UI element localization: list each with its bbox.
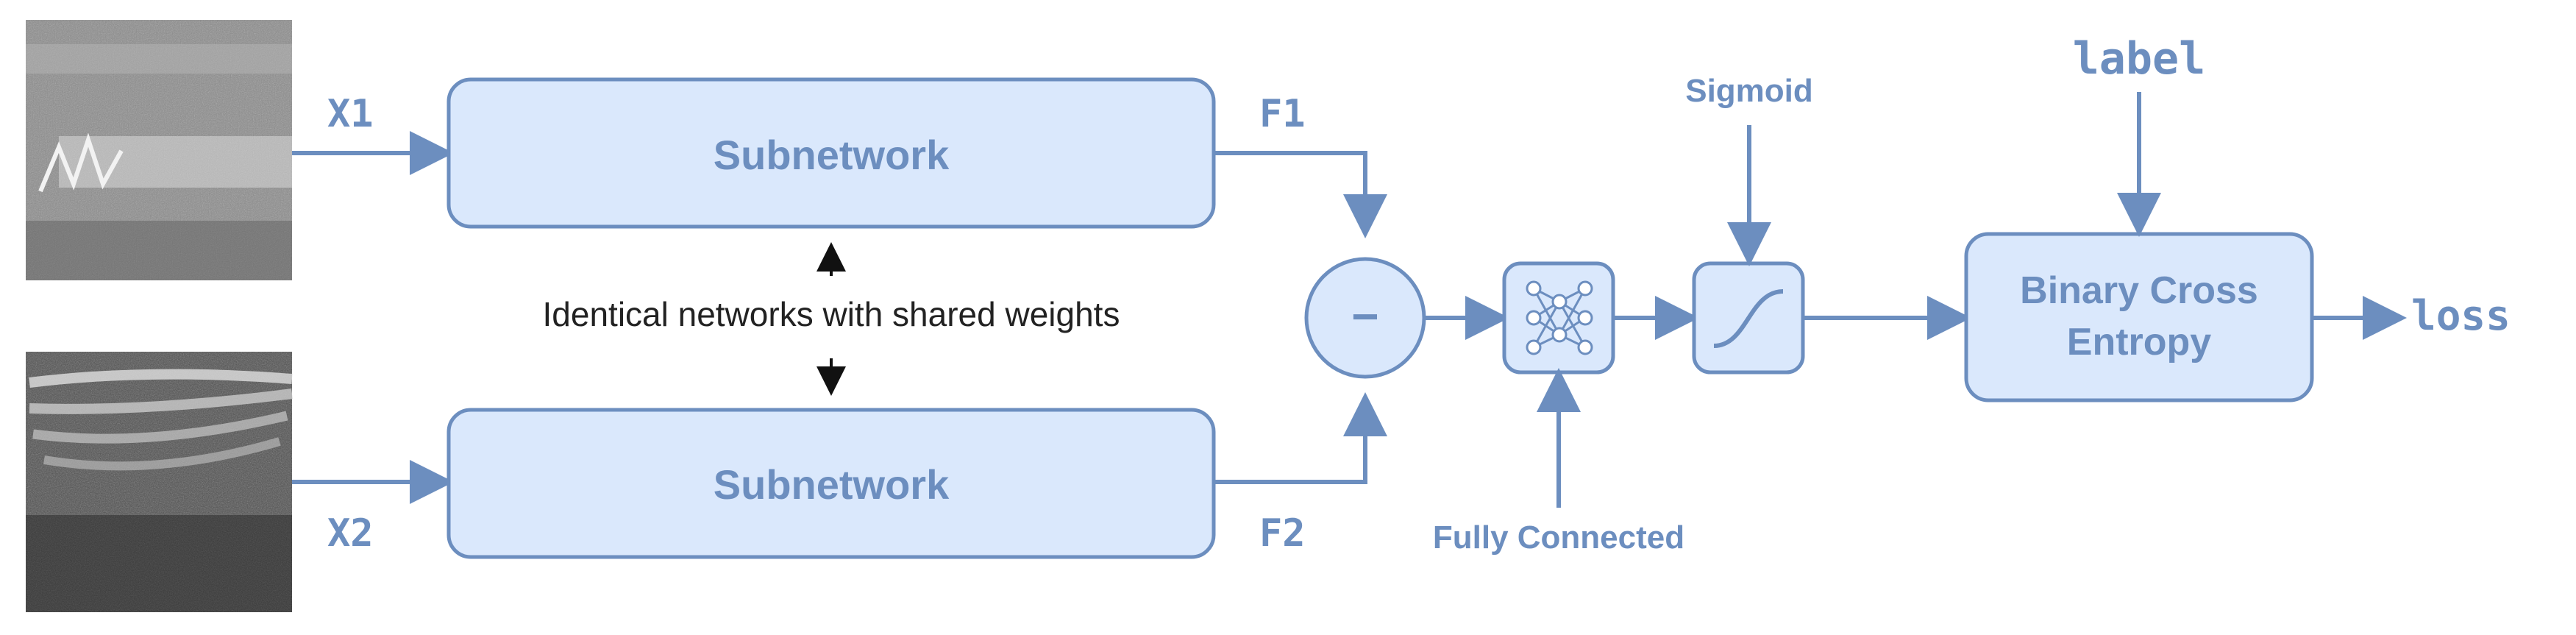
fully-connected-label: Fully Connected [1433,519,1684,556]
label-input-text: label [2073,33,2206,85]
arrow-f1-to-diff [1214,151,1387,238]
difference-symbol: − [1351,290,1378,343]
neural-network-icon [1502,261,1615,375]
sigmoid-curve-icon [1692,261,1805,375]
input-image-2 [26,352,293,612]
loss-output-text: loss [2411,292,2511,340]
bce-box [1964,232,2314,402]
bce-label-line1: Binary Cross [2020,269,2258,312]
arrow-f2-to-diff [1214,392,1387,484]
bce-label-line2: Entropy [2067,321,2212,363]
sigmoid-label: Sigmoid [1685,73,1813,109]
subnetwork-bottom-label: Subnetwork [714,461,950,508]
input-label-x1: X1 [327,92,374,136]
shared-weights-note: Identical networks with shared weights [543,295,1120,333]
feature-label-f2: F2 [1259,511,1306,556]
input-label-x2: X2 [327,511,374,556]
input-image-1 [26,20,292,280]
subnetwork-top-label: Subnetwork [714,132,950,178]
feature-label-f1: F1 [1259,92,1306,136]
